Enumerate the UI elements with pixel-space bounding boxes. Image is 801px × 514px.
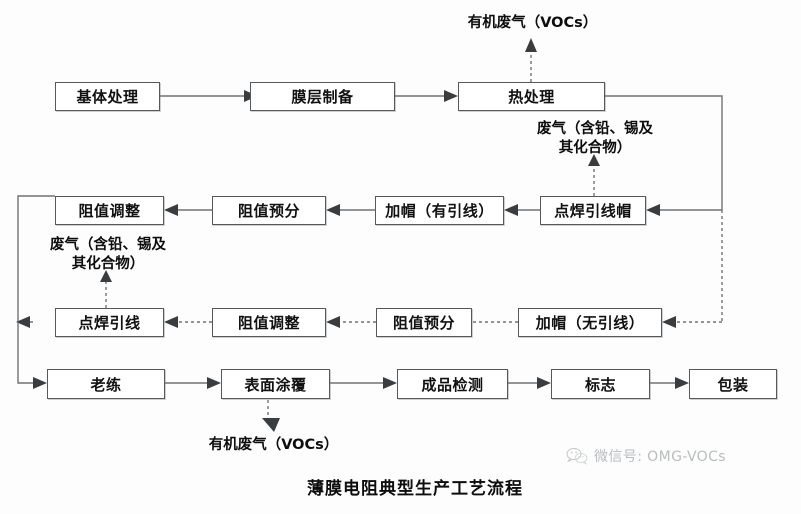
node-capping-with-lead[interactable]: 加帽（有引线） xyxy=(375,196,504,225)
emission-label-voc-bottom: 有机废气（VOCs） xyxy=(208,437,339,453)
node-finished-inspection[interactable]: 成品检测 xyxy=(397,369,508,399)
node-spot-weld-lead-cap[interactable]: 点焊引线帽 xyxy=(540,196,646,225)
node-resistance-presort-2[interactable]: 阻值预分 xyxy=(376,308,472,337)
wechat-watermark-text: 微信号: OMG-VOCs xyxy=(594,449,726,465)
wechat-watermark: 微信号: OMG-VOCs xyxy=(566,446,726,466)
node-substrate-treatment[interactable]: 基体处理 xyxy=(55,82,160,111)
emission-label-waste-gas-heat: 废气（含铅、锡及 其化合物） xyxy=(490,120,700,157)
node-spot-weld-lead[interactable]: 点焊引线 xyxy=(55,308,164,337)
emission-label-waste-gas-heat-line2: 其化合物） xyxy=(558,139,632,156)
emission-label-waste-gas-left: 废气（含铅、锡及 其化合物） xyxy=(18,236,198,273)
wechat-icon xyxy=(566,447,588,465)
node-resistance-presort-1[interactable]: 阻值预分 xyxy=(212,196,326,225)
node-film-preparation[interactable]: 膜层制备 xyxy=(250,82,395,111)
node-capping-no-lead[interactable]: 加帽（无引线） xyxy=(518,308,662,337)
emission-label-waste-gas-left-line2: 其化合物） xyxy=(71,255,145,272)
node-surface-coating[interactable]: 表面涂覆 xyxy=(221,369,330,399)
node-packaging[interactable]: 包装 xyxy=(689,369,777,399)
node-heat-treatment[interactable]: 热处理 xyxy=(458,82,605,111)
node-marking[interactable]: 标志 xyxy=(551,369,650,399)
node-resistance-adjust-2[interactable]: 阻值调整 xyxy=(212,308,326,337)
emission-label-waste-gas-heat-line1: 废气（含铅、锡及 xyxy=(537,121,653,137)
diagram-caption: 薄膜电阻典型生产工艺流程 xyxy=(307,479,523,499)
node-aging[interactable]: 老练 xyxy=(47,369,165,399)
emission-label-waste-gas-left-line1: 废气（含铅、锡及 xyxy=(50,237,166,253)
node-resistance-adjust-1[interactable]: 阻值调整 xyxy=(55,196,164,225)
emission-label-voc-top: 有机废气（VOCs） xyxy=(467,15,598,31)
